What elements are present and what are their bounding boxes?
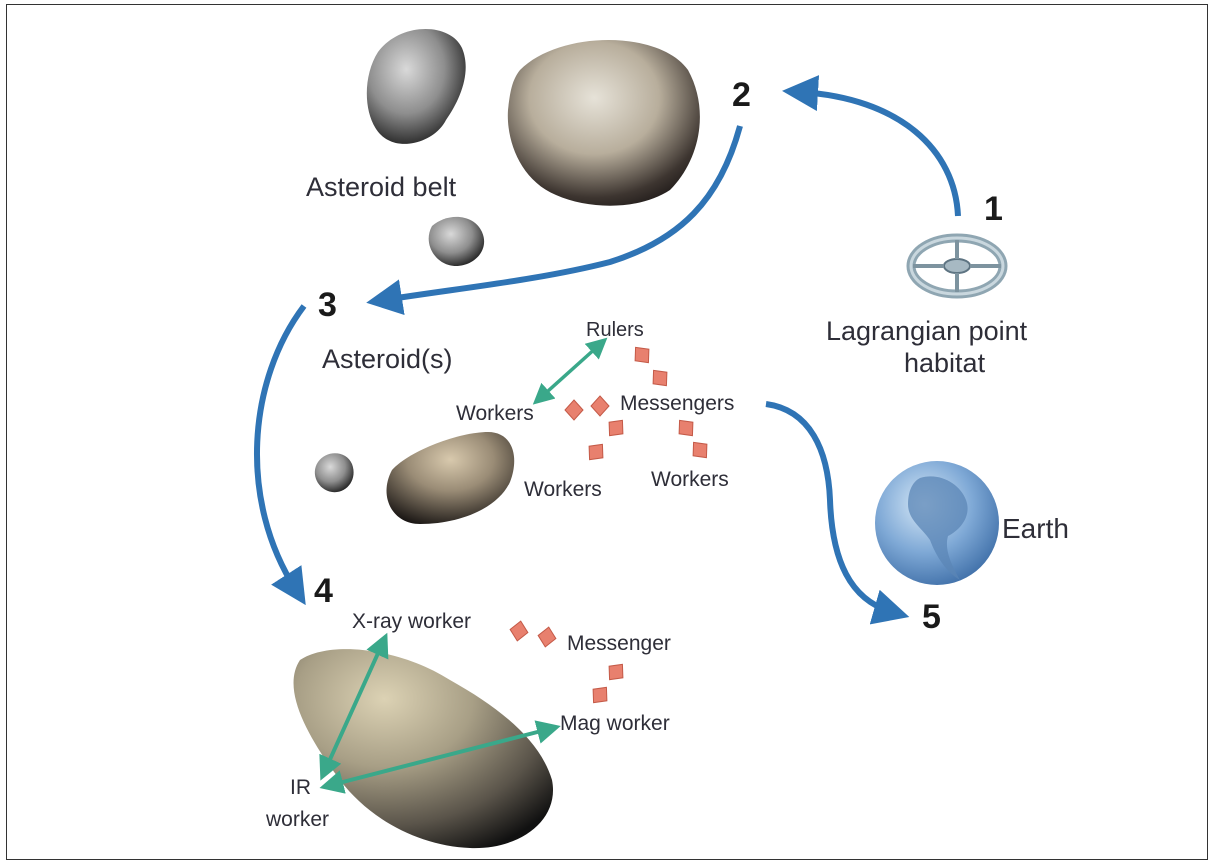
link-rulers-workers (538, 347, 597, 400)
asteroid-rock-icon (508, 40, 700, 206)
diamond-probe-icon (591, 396, 609, 416)
xray-worker-label: X-ray worker (352, 610, 471, 633)
diamond-probe-icon (508, 620, 529, 643)
asteroid-rock-icon (315, 453, 354, 492)
globe-icon (875, 461, 999, 585)
diamond-probe-icon (587, 682, 614, 709)
rulers-label: Rulers (586, 319, 644, 341)
diamond-probe-icon (603, 659, 630, 686)
step-number-4: 4 (314, 572, 333, 610)
flow-arrow-3-to-4 (257, 306, 304, 590)
ir-worker-label-line2: worker (265, 808, 329, 831)
diamond-probe-icon (673, 415, 700, 442)
diamond-probe-icon (565, 400, 583, 420)
lagrangian-label-line2: habitat (904, 348, 986, 378)
lagrangian-label-line1: Lagrangian point (826, 316, 1028, 346)
workers-bottom-left-label: Workers (524, 478, 602, 501)
step-number-1: 1 (984, 190, 1003, 228)
diamond-probe-icon (647, 365, 674, 392)
asteroid-rock-icon (294, 649, 553, 848)
asteroid-rock-icon (387, 432, 515, 524)
messengers-label: Messengers (620, 392, 734, 415)
step-number-5: 5 (922, 598, 941, 636)
earth-label: Earth (1002, 513, 1069, 544)
diamond-probe-icon (687, 437, 714, 464)
flow-arrow-messengers-to-5 (766, 404, 892, 612)
diamond-probe-icon (603, 415, 630, 442)
ir-worker-label-line1: IR (290, 776, 311, 799)
workers-bottom-right-label: Workers (651, 468, 729, 491)
flow-arrow-1-to-2 (800, 92, 958, 216)
diamond-probe-icon (536, 626, 557, 649)
step-number-3: 3 (318, 286, 337, 324)
asteroids-label: Asteroid(s) (322, 344, 453, 374)
diamond-probe-icon (583, 439, 610, 466)
messenger-label: Messenger (567, 632, 671, 655)
step-number-2: 2 (732, 76, 751, 114)
asteroid-belt-label: Asteroid belt (306, 172, 457, 202)
workers-left-label: Workers (456, 402, 534, 425)
asteroid-rock-icon (367, 29, 466, 144)
mag-worker-label: Mag worker (560, 712, 670, 735)
asteroid-rock-icon (429, 217, 484, 266)
torus-station-icon (911, 238, 1003, 294)
diamond-probe-icon (629, 342, 656, 369)
